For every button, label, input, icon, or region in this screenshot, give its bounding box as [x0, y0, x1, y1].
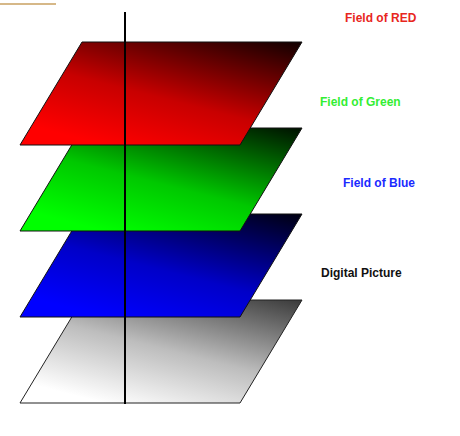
axis-line: [124, 12, 126, 404]
layer-label: Digital Picture: [321, 266, 402, 280]
slide-rule: [0, 3, 56, 5]
red-layer: [20, 42, 302, 145]
layer-label: Field of Blue: [343, 176, 415, 190]
layer-label: Field of RED: [345, 11, 416, 25]
layer-label: Field of Green: [320, 95, 401, 109]
